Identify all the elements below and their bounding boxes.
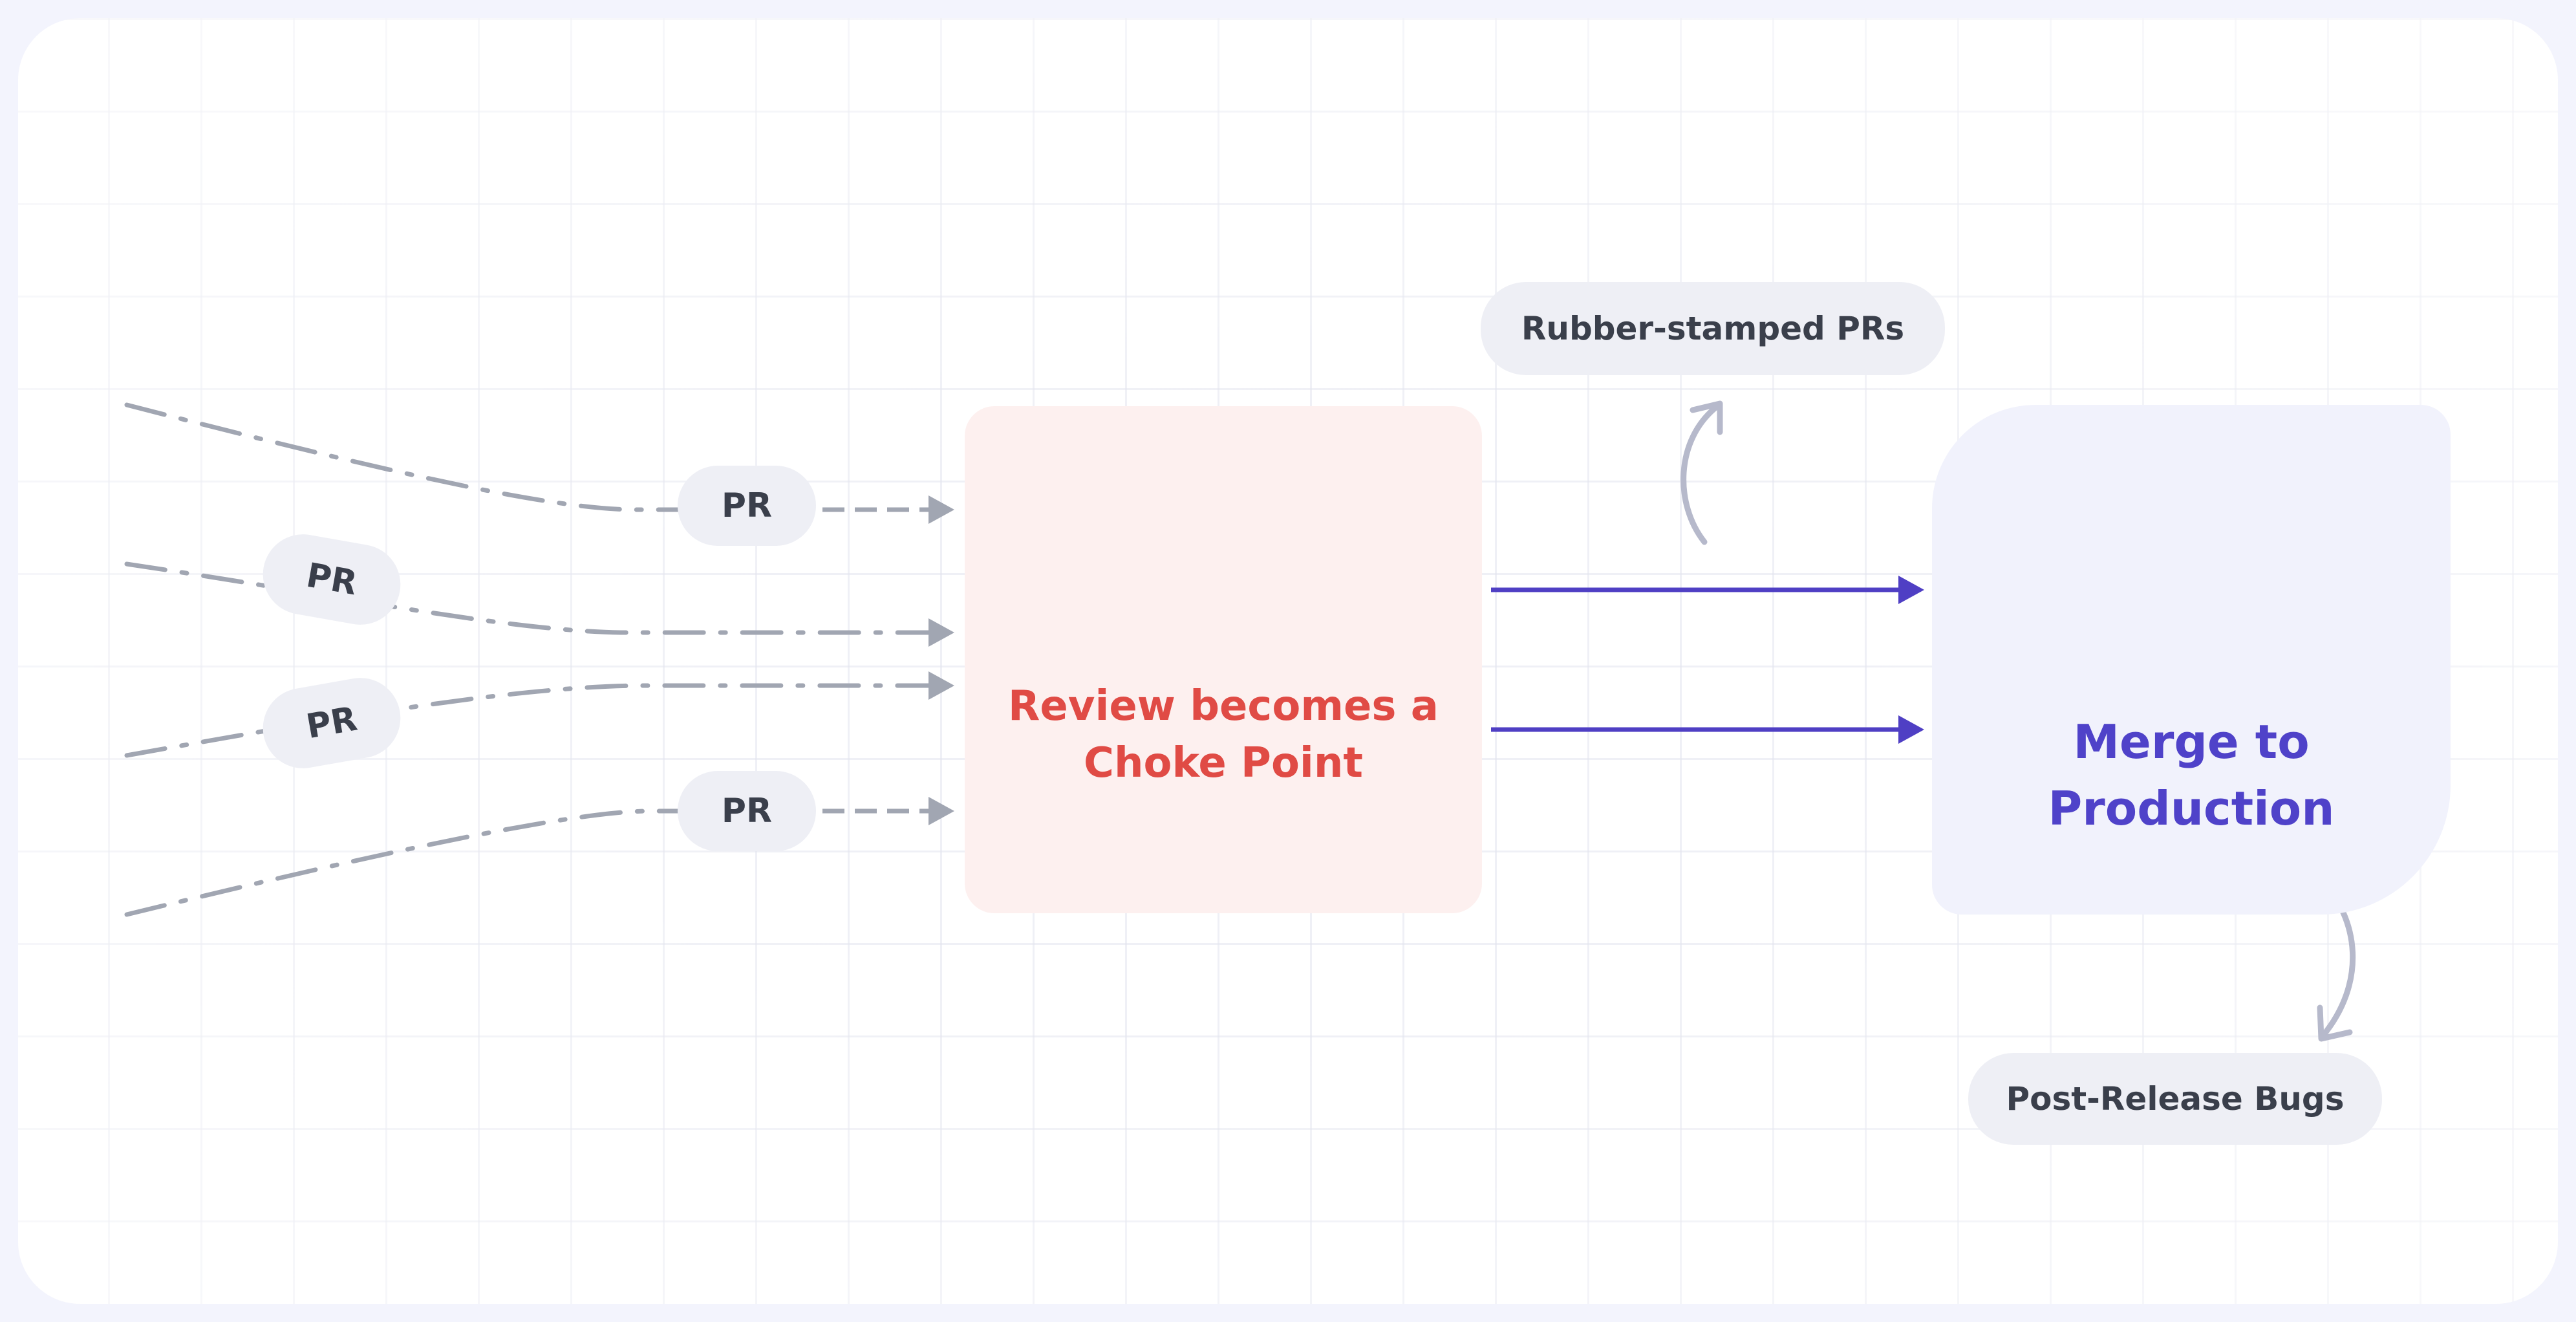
incoming-line-2: [124, 561, 947, 635]
merge-title: Merge to Production: [1932, 709, 2451, 842]
gray-arrowhead-3: [928, 671, 954, 700]
flow-arrowhead-bottom: [1898, 715, 1924, 744]
review-title: Review becomes a Choke Point: [965, 678, 1482, 792]
gray-arrowhead-2: [928, 618, 954, 647]
merge-title-line-1: Merge to: [2073, 715, 2310, 769]
incoming-line-3: [124, 683, 947, 758]
curve-arrow-up: [1680, 403, 1721, 545]
review-title-line-1: Review becomes a: [1008, 682, 1439, 730]
curve-arrow-up-head: [1690, 400, 1723, 435]
merge-to-production-box: Merge to Production: [1932, 405, 2451, 915]
gray-arrowhead-1: [928, 495, 954, 524]
curve-arrow-down-head: [2317, 1004, 2353, 1042]
pr-pill-4: PR: [678, 771, 816, 851]
review-choke-point-box: Review becomes a Choke Point: [965, 406, 1482, 913]
review-title-line-2: Choke Point: [1084, 739, 1363, 788]
incoming-line-4: [124, 808, 680, 917]
incoming-line-1: [124, 402, 680, 512]
merge-title-line-2: Production: [2048, 781, 2335, 836]
gray-arrowhead-4: [928, 797, 954, 825]
pr-pill-1: PR: [678, 466, 816, 546]
flow-arrowhead-top: [1898, 576, 1924, 604]
rubber-stamped-prs-pill: Rubber-stamped PRs: [1481, 282, 1945, 375]
post-release-bugs-pill: Post-Release Bugs: [1968, 1053, 2382, 1145]
